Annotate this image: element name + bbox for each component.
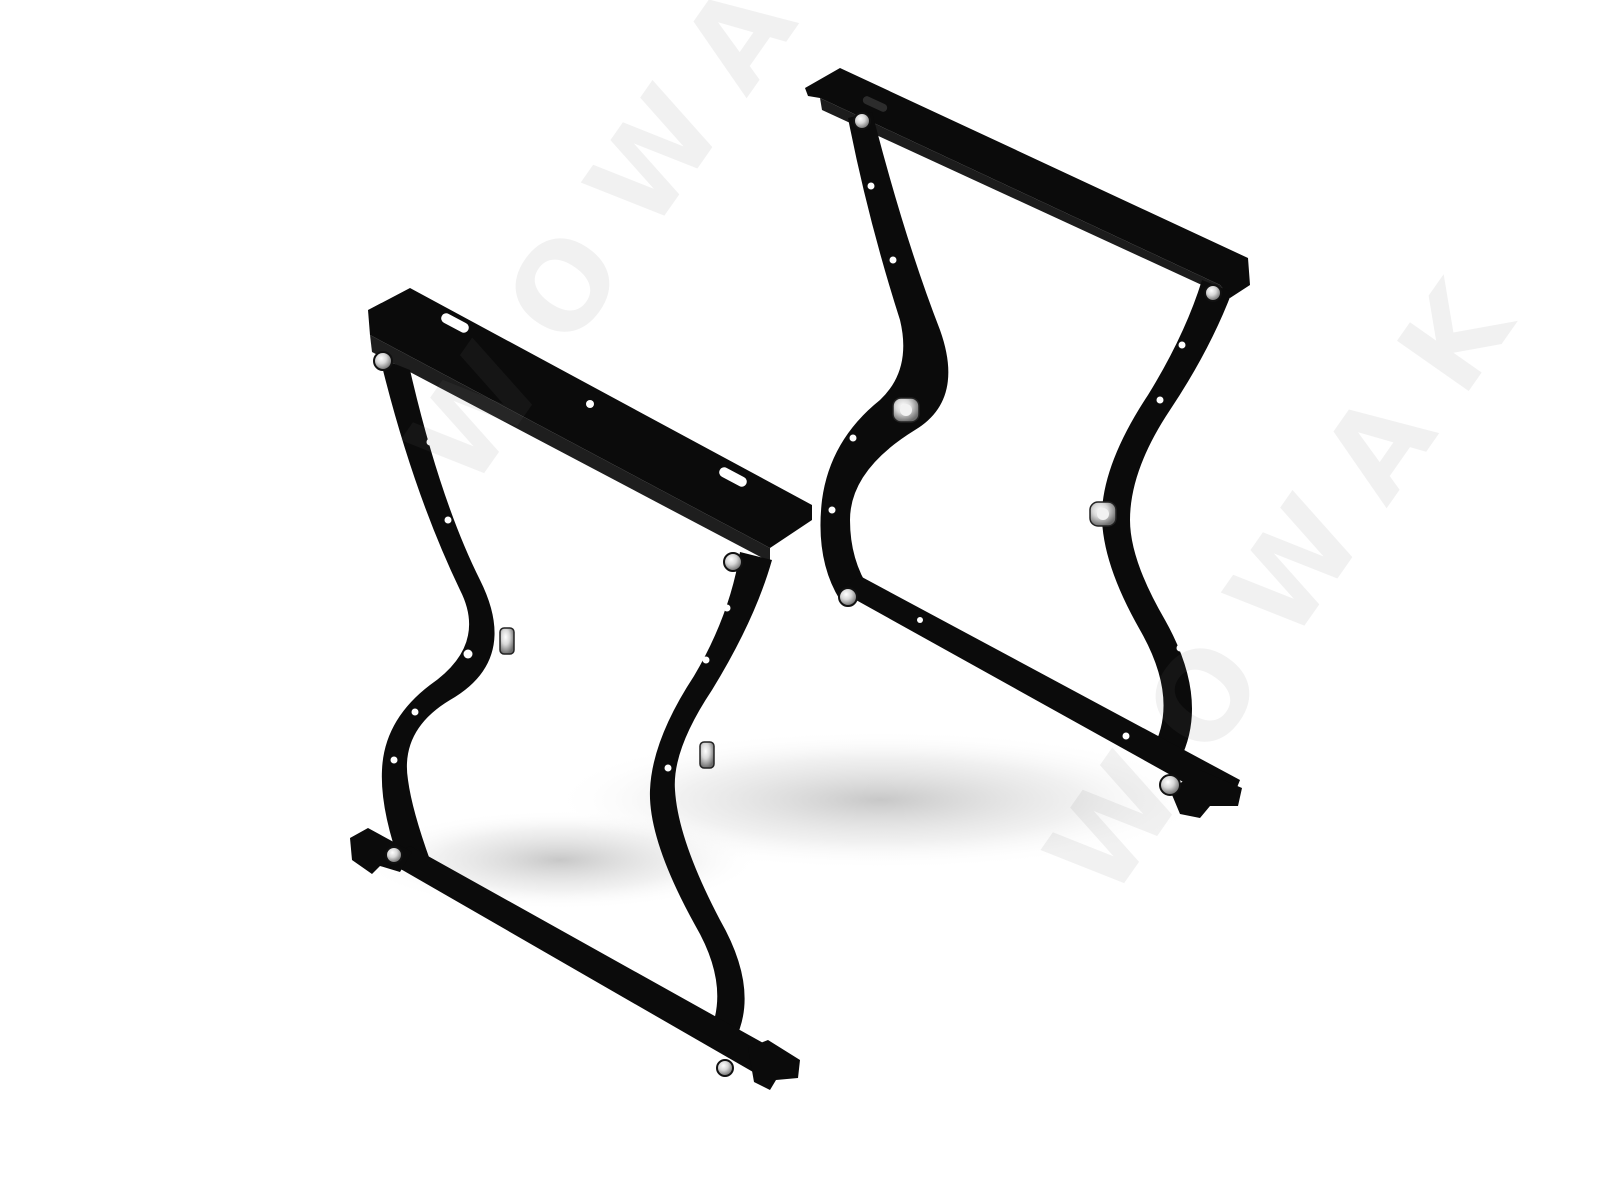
right-bracket-right-leg <box>1101 280 1232 760</box>
rivet <box>853 112 871 130</box>
left-foot-tab-right <box>748 1040 800 1090</box>
right-top-slot <box>862 96 888 112</box>
left-top-slot-1 <box>441 313 469 333</box>
left-top-center-hole <box>586 400 594 408</box>
pin-bolt <box>892 397 920 423</box>
right-bracket-left-leg <box>820 112 949 600</box>
rivet <box>838 587 858 607</box>
left-bracket-holes <box>390 438 764 1035</box>
pin-bolt <box>499 627 515 655</box>
right-bracket-holes <box>828 182 1186 740</box>
rivet <box>1204 284 1222 302</box>
right-foot-tab <box>1170 770 1242 818</box>
left-bracket <box>350 288 812 1090</box>
right-bottom-bar <box>838 576 1240 800</box>
rivets <box>373 112 1222 1077</box>
left-bottom-bar <box>385 846 790 1078</box>
left-bracket-left-leg <box>380 358 495 870</box>
pin-bolt <box>699 741 715 769</box>
left-top-slot-2 <box>719 467 747 487</box>
rivet <box>385 846 403 864</box>
rivet <box>1159 774 1181 796</box>
right-bracket <box>805 68 1250 818</box>
left-bracket-right-leg <box>649 552 772 1040</box>
right-top-plate <box>805 68 1250 298</box>
left-top-plate <box>368 288 812 548</box>
pin-bolt <box>1089 501 1117 527</box>
rivet <box>716 1059 734 1077</box>
rivet <box>373 351 393 371</box>
rivet <box>723 552 743 572</box>
